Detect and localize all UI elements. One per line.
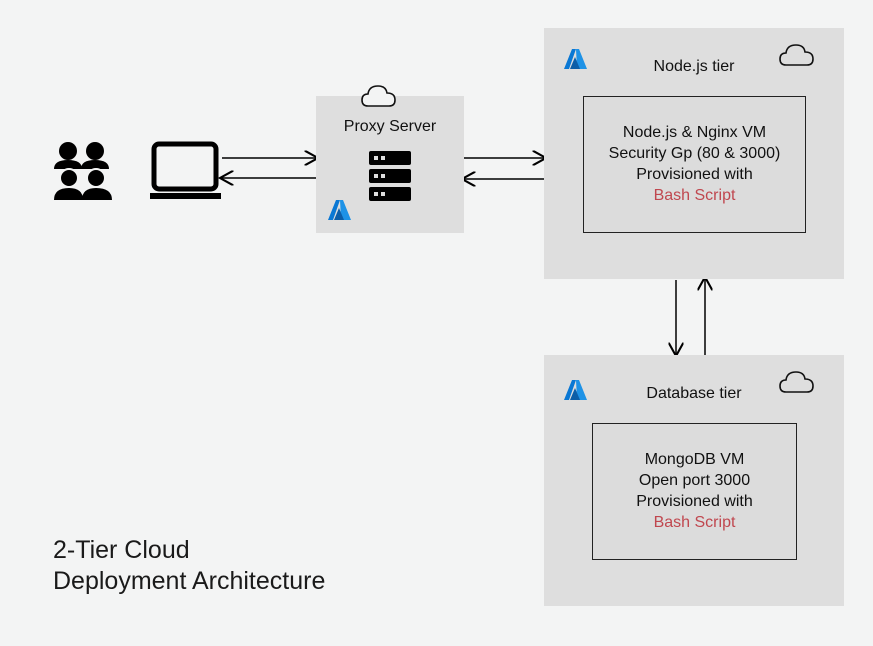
mongodb-bash-script: Bash Script xyxy=(653,514,736,531)
azure-logo-icon xyxy=(328,200,351,220)
mongodb-vm-box: MongoDB VM Open port 3000 Provisioned wi… xyxy=(592,423,797,560)
users-icon xyxy=(54,142,112,200)
mongodb-vm-line-1: MongoDB VM xyxy=(644,451,745,468)
nodejs-vm-line-2: Security Gp (80 & 3000) xyxy=(608,145,781,162)
cloud-icon xyxy=(779,371,814,393)
cloud-icon xyxy=(779,44,814,66)
azure-logo-icon xyxy=(564,380,587,400)
cloud-icon xyxy=(361,85,396,107)
laptop-icon xyxy=(150,141,221,199)
nodejs-vm-line-1: Node.js & Nginx VM xyxy=(622,124,767,141)
server-icon xyxy=(369,151,411,201)
mongodb-vm-line-2: Open port 3000 xyxy=(638,472,751,489)
nodejs-vm-line-3: Provisioned with xyxy=(636,166,753,183)
database-tier-title: Database tier xyxy=(646,385,742,402)
nodejs-tier-panel: Node.js tier Node.js & Nginx VM Security… xyxy=(544,28,844,279)
mongodb-vm-line-3: Provisioned with xyxy=(636,493,753,510)
caption-line-1: 2-Tier Cloud xyxy=(53,536,190,564)
caption-line-2: Deployment Architecture xyxy=(53,567,326,595)
proxy-server-panel: Proxy Server xyxy=(316,96,464,233)
diagram-caption: 2-Tier Cloud Deployment Architecture xyxy=(53,535,325,597)
nodejs-tier-title: Node.js tier xyxy=(653,58,735,75)
azure-logo-icon xyxy=(564,49,587,69)
proxy-server-title: Proxy Server xyxy=(343,118,437,135)
nodejs-bash-script: Bash Script xyxy=(653,187,736,204)
nodejs-vm-box: Node.js & Nginx VM Security Gp (80 & 300… xyxy=(583,96,806,233)
database-tier-panel: Database tier MongoDB VM Open port 3000 … xyxy=(544,355,844,606)
